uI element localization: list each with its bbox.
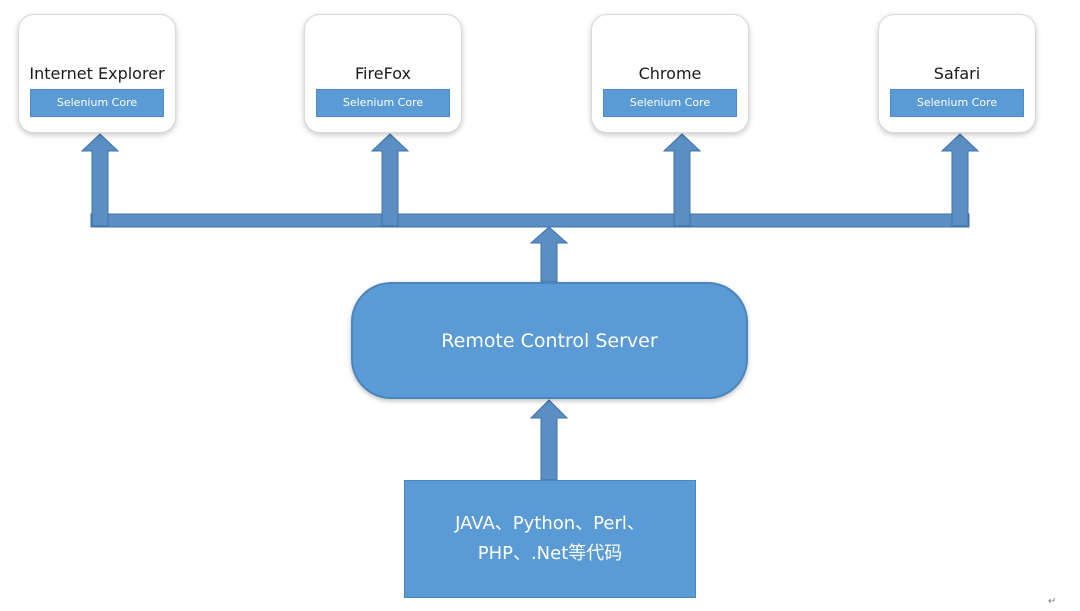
paragraph-mark: ↵ (1048, 596, 1057, 607)
browser-name: Chrome (638, 64, 702, 83)
browser-box-safari: Safari Selenium Core (878, 14, 1036, 133)
code-line-2: PHP、.Net等代码 (477, 543, 623, 564)
arrow-to-internet-explorer (80, 133, 120, 227)
remote-control-server: Remote Control Server (351, 282, 748, 399)
selenium-core-bar: Selenium Core (316, 89, 450, 117)
browser-box-internet-explorer: Internet Explorer Selenium Core (18, 14, 176, 133)
selenium-core-bar: Selenium Core (603, 89, 737, 117)
selenium-core-bar: Selenium Core (30, 89, 164, 117)
browser-name: Internet Explorer (29, 64, 165, 83)
arrow-to-firefox (370, 133, 410, 227)
browser-box-chrome: Chrome Selenium Core (591, 14, 749, 133)
browser-box-firefox: FireFox Selenium Core (304, 14, 462, 133)
code-line-1: JAVA、Python、Perl、 (455, 513, 645, 534)
browser-name: Safari (933, 64, 981, 83)
arrow-to-safari (940, 133, 980, 227)
arrow-to-chrome (662, 133, 702, 227)
server-label: Remote Control Server (441, 329, 658, 352)
browser-name: FireFox (355, 64, 411, 83)
selenium-core-bar: Selenium Core (890, 89, 1024, 117)
arrow-code-to-server (529, 399, 569, 481)
arrow-server-to-bus (529, 226, 569, 283)
bus-line (90, 213, 970, 228)
client-code-box: JAVA、Python、Perl、 PHP、.Net等代码 (404, 480, 696, 598)
